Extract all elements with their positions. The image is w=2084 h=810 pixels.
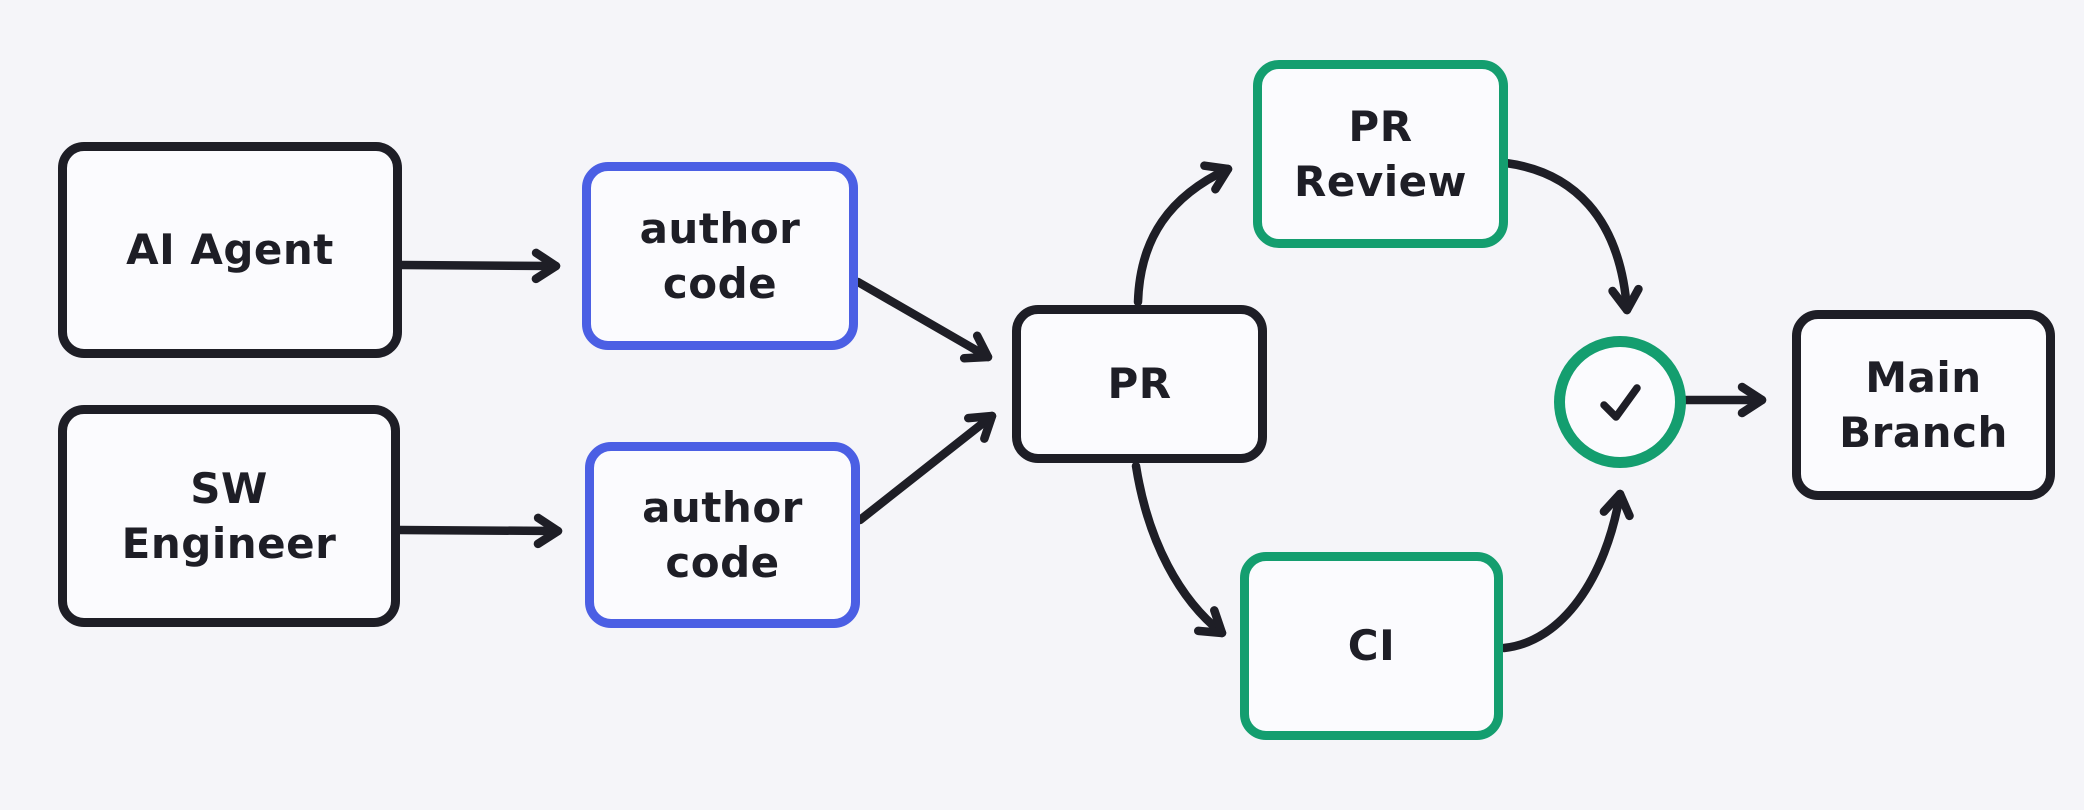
arrow-pr-review-to-check[interactable]: [1501, 158, 1643, 315]
node-author-code-bottom-label: author code: [642, 482, 803, 587]
node-author-code-top-label: author code: [639, 203, 801, 308]
arrow-sw-engineer-to-author-code[interactable]: [395, 513, 563, 549]
node-approval-check[interactable]: [1554, 336, 1686, 468]
arrow-author-code-bottom-to-pr[interactable]: [855, 411, 997, 525]
node-ci[interactable]: CI: [1240, 552, 1503, 740]
node-ai-agent[interactable]: AI Agent: [58, 142, 402, 358]
node-sw-engineer-label: SW Engineer: [121, 463, 337, 568]
node-pr-review[interactable]: PR Review: [1253, 60, 1508, 248]
arrow-pr-to-ci[interactable]: [1131, 461, 1227, 638]
arrow-author-code-top-to-pr[interactable]: [853, 277, 993, 363]
node-ai-agent-label: AI Agent: [126, 225, 334, 275]
node-main-branch-label: Main Branch: [1839, 352, 2008, 457]
node-author-code-bottom[interactable]: author code: [585, 442, 860, 628]
node-ci-label: CI: [1347, 621, 1396, 671]
arrow-ai-agent-to-author-code[interactable]: [397, 248, 561, 284]
node-pr-label: PR: [1107, 359, 1172, 409]
node-author-code-top[interactable]: author code: [582, 162, 858, 350]
node-main-branch[interactable]: Main Branch: [1792, 310, 2055, 500]
arrow-pr-to-pr-review[interactable]: [1133, 161, 1233, 307]
node-pr-review-label: PR Review: [1294, 101, 1467, 206]
check-icon: [1600, 384, 1641, 421]
node-pr[interactable]: PR: [1012, 305, 1267, 463]
arrow-ci-to-check[interactable]: [1499, 489, 1634, 653]
node-sw-engineer[interactable]: SW Engineer: [58, 405, 400, 627]
